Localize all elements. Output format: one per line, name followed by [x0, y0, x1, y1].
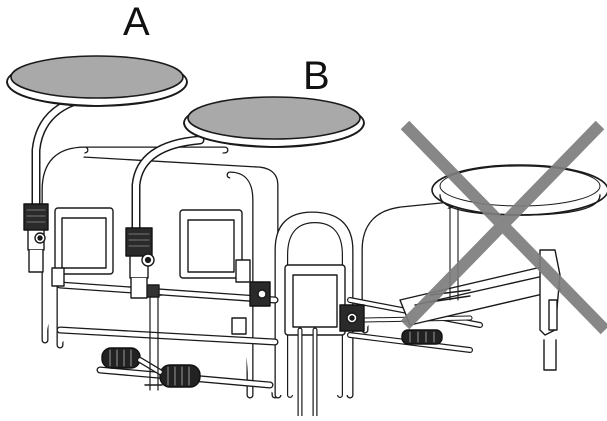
- cross-mark-icon: [400, 120, 607, 335]
- label-b: B: [303, 54, 330, 98]
- mounting-clamps: [51, 259, 365, 335]
- mounting-plates: [54, 207, 561, 419]
- foot-grips: [101, 284, 443, 391]
- label-a: A: [123, 0, 150, 44]
- tray-disc-b: [125, 96, 365, 299]
- tray-disc-a: [6, 55, 188, 273]
